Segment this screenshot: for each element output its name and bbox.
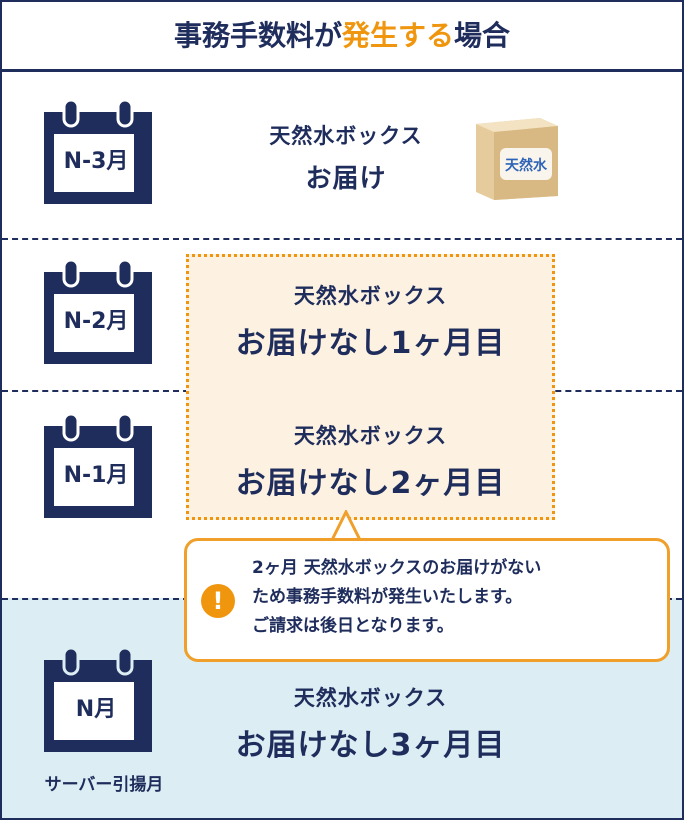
calendar-icon: N月 (40, 646, 156, 754)
calendar-month-label: N月 (75, 697, 117, 722)
box-label: 天然水ボックス (293, 424, 448, 448)
calendar-icon: N-3月 (40, 98, 156, 206)
no-delivery-highlight (186, 254, 555, 520)
title-accent: 発生する (341, 19, 454, 52)
calendar-icon: N-2月 (40, 258, 156, 366)
delivery-status: お届け (305, 164, 387, 194)
delivery-status: お届けなし1ヶ月目 (235, 326, 506, 361)
callout-line: 2ヶ月 天然水ボックスのお届けがない (252, 558, 542, 578)
calendar-month-label: N-1月 (63, 463, 129, 488)
calendar-month-label: N-2月 (63, 309, 129, 334)
callout-line: ご請求は後日となります。 (252, 616, 454, 636)
delivery-status: お届けなし3ヶ月目 (235, 728, 506, 763)
product-label: 天然水 (505, 157, 548, 174)
box-label: 天然水ボックス (269, 124, 423, 148)
row-text: 天然水ボックス お届けなし1ヶ月目 (186, 280, 555, 362)
box-label: 天然水ボックス (293, 284, 448, 308)
delivery-status: お届けなし2ヶ月目 (235, 466, 506, 501)
calendar-month-label: N-3月 (63, 149, 129, 174)
row-text: 天然水ボックス お届けなし3ヶ月目 (186, 682, 555, 764)
row-divider (2, 238, 682, 240)
box-label: 天然水ボックス (293, 686, 448, 710)
water-box-image: 天然水 (470, 114, 562, 202)
title-post: 場合 (454, 19, 511, 52)
row-text: 天然水ボックス お届けなし2ヶ月目 (186, 420, 555, 502)
calendar-icon: N-1月 (40, 412, 156, 520)
warning-icon: ! (201, 584, 235, 618)
callout-text: 2ヶ月 天然水ボックスのお届けがない ため事務手数料が発生いたします。 ご請求は… (252, 554, 662, 641)
fee-notice-callout (184, 538, 670, 662)
withdrawal-month-caption: サーバー引揚月 (44, 775, 164, 795)
page-title: 事務手数料が発生する場合 (2, 2, 682, 72)
row-text: 天然水ボックス お届け (196, 120, 496, 195)
callout-line: ため事務手数料が発生いたします。 (252, 587, 523, 607)
title-pre: 事務手数料が (173, 19, 342, 52)
